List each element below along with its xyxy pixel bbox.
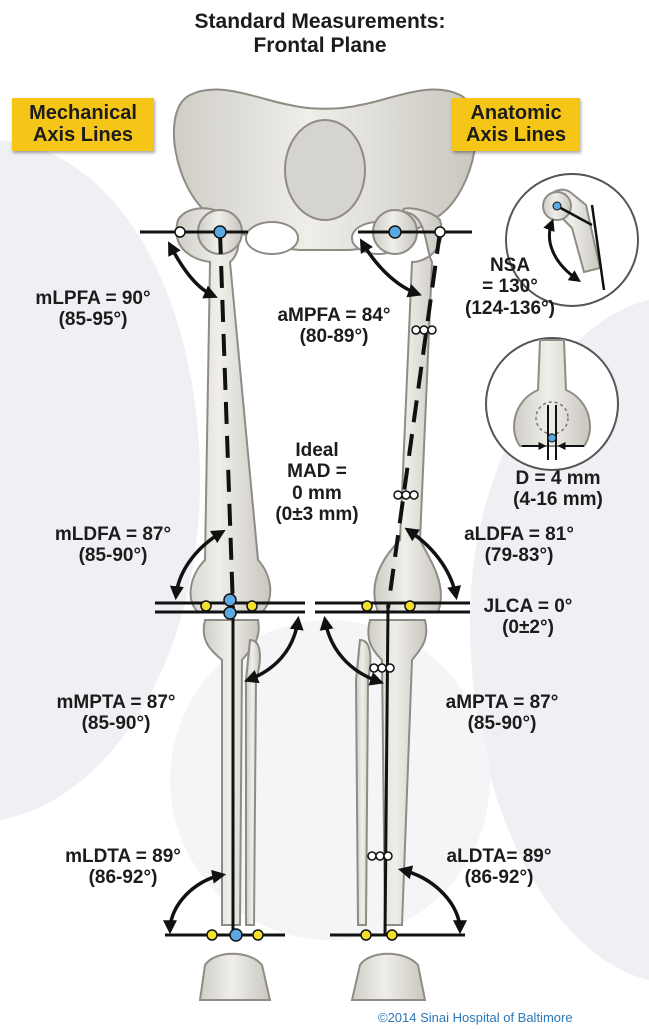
mmpta-value: mMPTA = 87° [38,692,194,713]
left-ankle-medial-point [207,930,217,940]
mad-range: (0±3 mm) [262,504,372,525]
aldfa-label: aLDFA = 81° (79-83°) [444,524,594,567]
mmpta-label: mMPTA = 87° (85-90°) [38,692,194,735]
d-center-point [548,434,556,442]
anatomic-badge-line2: Axis Lines [458,124,574,146]
jlca-label: JLCA = 0° (0±2°) [468,596,588,639]
left-hip-center-point [214,226,226,238]
mad-line3: 0 mm [262,483,372,504]
left-foot [200,954,270,1000]
d-range: (4-16 mm) [490,489,626,510]
ampta-range: (85-90°) [424,713,580,734]
mechanical-axis-badge: Mechanical Axis Lines [12,98,154,151]
diagram-title-line1: Standard Measurements: [170,10,470,34]
mad-line2: MAD = [262,461,372,482]
mldta-value: mLDTA = 89° [48,846,198,867]
anatomic-badge-line1: Anatomic [458,102,574,124]
ampta-value: aMPTA = 87° [424,692,580,713]
aldfa-value: aLDFA = 81° [444,524,594,545]
nsa-line2: = 130° [450,276,570,297]
mldfa-value: mLDFA = 87° [38,524,188,545]
d-inset [486,338,618,470]
mmpta-range: (85-90°) [38,713,194,734]
left-ankle-lateral-point [253,930,263,940]
jlca-value: JLCA = 0° [468,596,588,617]
jlca-range: (0±2°) [468,617,588,638]
ampfa-range: (80-89°) [256,326,412,347]
nsa-center-point [553,202,561,210]
mldfa-label: mLDFA = 87° (85-90°) [38,524,188,567]
right-trochanter-point [435,227,445,237]
left-ankle-center-point [230,929,242,941]
right-foot [352,954,425,1000]
left-knee-center-point [224,594,236,606]
mldfa-range: (85-90°) [38,545,188,566]
anatomic-axis-badge: Anatomic Axis Lines [452,98,580,151]
mlpfa-range: (85-95°) [18,309,168,330]
left-knee-lateral-point [247,601,257,611]
aldta-value: aLDTA= 89° [424,846,574,867]
d-value: D = 4 mm [490,468,626,489]
diagram-title: Standard Measurements: Frontal Plane [170,10,470,57]
mad-label: Ideal MAD = 0 mm (0±3 mm) [262,440,372,525]
left-tibia-center-point [224,607,236,619]
mlpfa-value: mLPFA = 90° [18,288,168,309]
nsa-range: (124-136°) [450,298,570,319]
aldta-label: aLDTA= 89° (86-92°) [424,846,574,889]
right-hip-center-point [389,226,401,238]
mldta-label: mLDTA = 89° (86-92°) [48,846,198,889]
right-ankle-lateral-point [387,930,397,940]
mlpfa-label: mLPFA = 90° (85-95°) [18,288,168,331]
d-label: D = 4 mm (4-16 mm) [490,468,626,511]
right-knee-lateral-point [405,601,415,611]
right-knee-medial-point [362,601,372,611]
left-trochanter-point [175,227,185,237]
ampta-label: aMPTA = 87° (85-90°) [424,692,580,735]
ampfa-value: aMPFA = 84° [256,305,412,326]
left-knee-medial-point [201,601,211,611]
aldfa-range: (79-83°) [444,545,594,566]
sacrum [285,120,365,220]
left-obturator [246,222,298,254]
nsa-line1: NSA [450,255,570,276]
mechanical-badge-line1: Mechanical [18,102,148,124]
aldta-range: (86-92°) [424,867,574,888]
mad-line1: Ideal [262,440,372,461]
right-ankle-medial-point [361,930,371,940]
mldta-range: (86-92°) [48,867,198,888]
diagram-title-line2: Frontal Plane [170,34,470,58]
nsa-label: NSA = 130° (124-136°) [450,255,570,319]
ampfa-label: aMPFA = 84° (80-89°) [256,305,412,348]
mechanical-badge-line2: Axis Lines [18,124,148,146]
copyright-footer: ©2014 Sinai Hospital of Baltimore [378,1010,573,1025]
